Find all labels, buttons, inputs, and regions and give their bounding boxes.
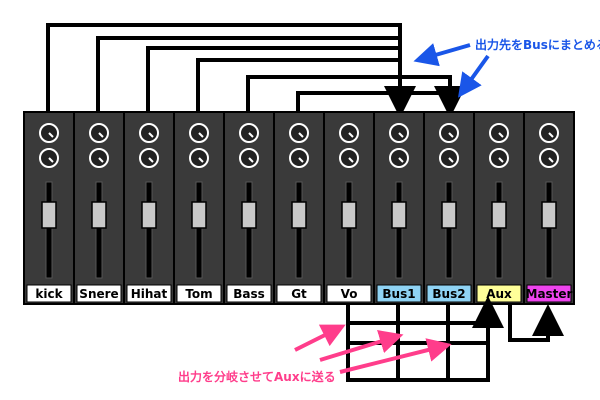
knob-pointer: [198, 132, 204, 138]
channel-label-bg: [276, 284, 322, 303]
fader-track: [395, 181, 403, 279]
knob-pointer: [498, 132, 504, 138]
fader-track: [295, 181, 303, 279]
wire-bass-to-bus2: [246, 75, 466, 118]
knob-pointer: [98, 132, 104, 138]
mixer-strips: kick Snere Hihat Tom Bass Gt Vo Bus1 Bus2 Aux Mast…: [23, 111, 575, 305]
top-annotation-group: 出力先をBusにまとめる: [413, 37, 600, 98]
pink-arrow-2: [319, 330, 404, 362]
fader-handle[interactable]: [191, 201, 207, 229]
blue-arrow-down: [457, 54, 490, 98]
fader-track: [45, 181, 53, 279]
channel-label-bg: [26, 284, 72, 303]
top-annotation-text: 出力先をBusにまとめる: [475, 37, 600, 52]
knob-pointer: [48, 157, 54, 163]
bottom-annotation-text: 出力を分岐させてAuxに送る: [178, 369, 336, 384]
channel-label: Aux: [486, 287, 512, 301]
knob-pointer: [548, 132, 554, 138]
wire-snere-to-bus1: [96, 36, 400, 112]
fader-track: [495, 181, 503, 279]
wire-gt-to-bus2: [296, 91, 450, 112]
knob-pointer: [148, 132, 154, 138]
channel-strip: Aux: [473, 111, 525, 305]
knob-pointer: [298, 132, 304, 138]
channel-label: Gt: [291, 287, 307, 301]
fader-handle[interactable]: [91, 201, 107, 229]
pink-arrow-3: [339, 338, 452, 374]
channel-strip: Bass: [223, 111, 275, 305]
channel-strip: Vo: [323, 111, 375, 305]
blue-arrow-left: [413, 43, 471, 67]
channel-label-bg: [176, 284, 222, 303]
channel-strip: Bus1: [373, 111, 425, 305]
fader-handle[interactable]: [441, 201, 457, 229]
channel-label-bg: [376, 284, 422, 303]
channel-label: Hihat: [131, 287, 168, 301]
knob-pointer: [248, 132, 254, 138]
fader-handle[interactable]: [291, 201, 307, 229]
channel-label: kick: [35, 287, 63, 301]
knob-pointer: [348, 157, 354, 163]
channel-label-bg: [126, 284, 172, 303]
channel-strip: Gt: [273, 111, 325, 305]
channel-strip: Master: [523, 111, 575, 305]
fader-track: [545, 181, 553, 279]
fader-track: [145, 181, 153, 279]
channel-label: Master: [526, 287, 573, 301]
fader-handle[interactable]: [341, 201, 357, 229]
fader-handle[interactable]: [41, 201, 57, 229]
fader-handle[interactable]: [391, 201, 407, 229]
fader-track: [95, 181, 103, 279]
channel-strip: Hihat: [123, 111, 175, 305]
channel-label: Snere: [79, 287, 118, 301]
fader-handle[interactable]: [541, 201, 557, 229]
bottom-annotation-group: 出力を分岐させてAuxに送る: [178, 324, 452, 384]
channel-strip: Snere: [73, 111, 125, 305]
knob-pointer: [248, 157, 254, 163]
fader-track: [345, 181, 353, 279]
channel-label: Bass: [233, 287, 265, 301]
knob-pointer: [548, 157, 554, 163]
fader-track: [245, 181, 253, 279]
channel-label: Bus2: [432, 287, 465, 301]
channel-strip: Bus2: [423, 111, 475, 305]
channel-label: Tom: [185, 287, 212, 301]
knob-pointer: [398, 157, 404, 163]
wire-tom-to-bus1: [196, 58, 400, 112]
knob-pointer: [98, 157, 104, 163]
top-routing-wires: [46, 23, 466, 118]
channel-label-bg: [326, 284, 372, 303]
channel-label-bg: [76, 284, 122, 303]
channel-label: Bus1: [382, 287, 415, 301]
knob-pointer: [498, 157, 504, 163]
pink-arrow-1: [294, 324, 346, 352]
wire-kick-to-bus1: [46, 23, 416, 118]
knob-pointer: [298, 157, 304, 163]
knob-pointer: [48, 132, 54, 138]
channel-label-bg: [526, 284, 572, 303]
knob-pointer: [198, 157, 204, 163]
channel-label: Vo: [341, 287, 358, 301]
knob-pointer: [448, 157, 454, 163]
fader-track: [445, 181, 453, 279]
aux-to-master-wire: [508, 303, 564, 342]
knob-pointer: [348, 132, 354, 138]
knob-pointer: [148, 157, 154, 163]
fader-handle[interactable]: [241, 201, 257, 229]
knob-pointer: [398, 132, 404, 138]
channel-label-bg: [226, 284, 272, 303]
fader-track: [195, 181, 203, 279]
channel-label-bg: [426, 284, 472, 303]
fader-handle[interactable]: [141, 201, 157, 229]
wire-hihat-to-bus1: [146, 46, 400, 112]
channel-strip: kick: [23, 111, 75, 305]
channel-strip: Tom: [173, 111, 225, 305]
fader-handle[interactable]: [491, 201, 507, 229]
knob-pointer: [448, 132, 454, 138]
